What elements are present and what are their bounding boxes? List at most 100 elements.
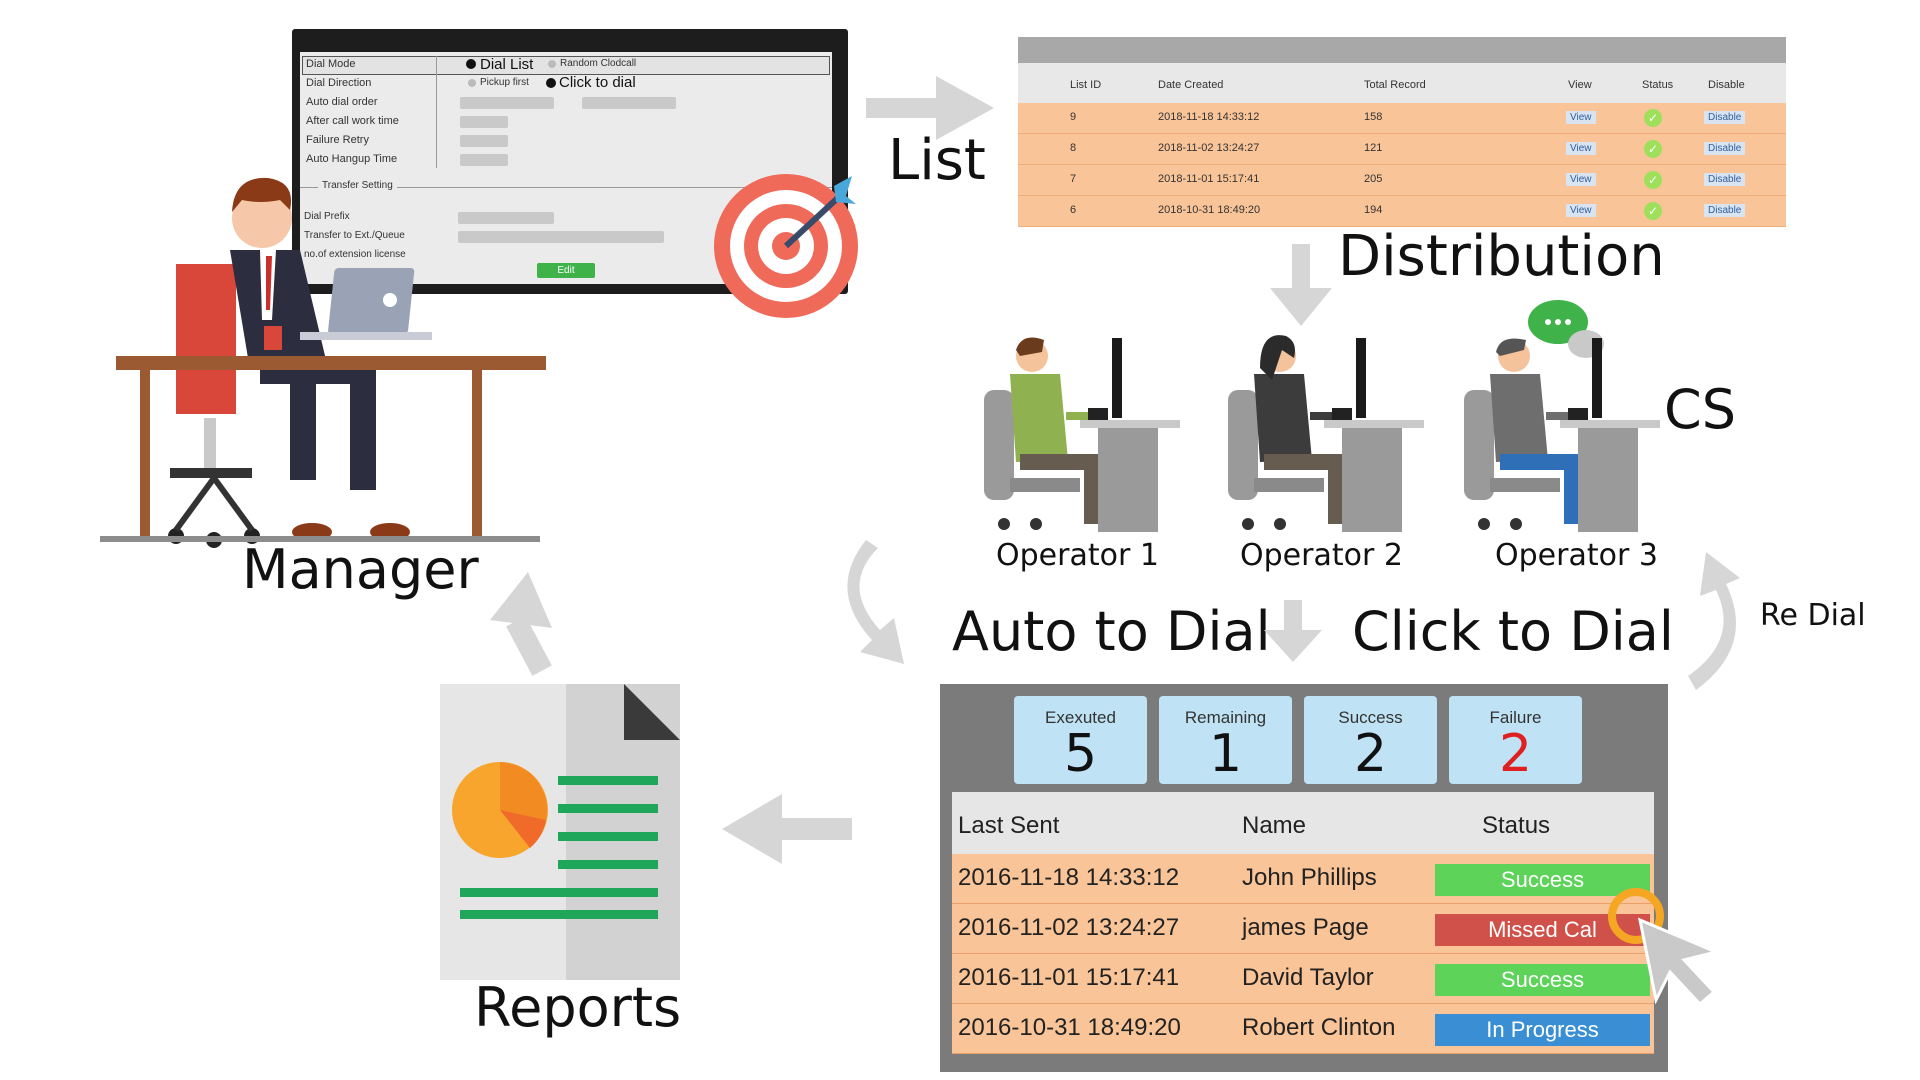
stat-value: 1 bbox=[1208, 724, 1243, 784]
redial-arrow-icon bbox=[1688, 552, 1740, 690]
status-check-icon: ✓ bbox=[1644, 202, 1662, 220]
operator-2-illustration bbox=[1228, 335, 1424, 532]
label-divider bbox=[436, 56, 437, 168]
header-date-created: Date Created bbox=[1158, 79, 1224, 91]
stat-label: Exexuted bbox=[1045, 708, 1116, 727]
dial-prefix-label: Dial Prefix bbox=[304, 211, 350, 222]
operator-1-illustration bbox=[984, 337, 1180, 532]
header-view: View bbox=[1568, 79, 1592, 91]
cs-label: CS bbox=[1664, 378, 1736, 441]
header-name: Name bbox=[1242, 812, 1307, 839]
stat-label: Success bbox=[1338, 708, 1403, 727]
cell-date: 2018-11-02 13:24:27 bbox=[1158, 142, 1260, 154]
manager-label: Manager bbox=[242, 538, 479, 601]
table-row: 2016-11-01 15:17:41 David Taylor Success bbox=[952, 954, 1654, 1004]
cell-name: John Phillips bbox=[1242, 864, 1377, 891]
cell-last-sent: 2016-11-18 14:33:12 bbox=[958, 864, 1180, 891]
manager-illustration bbox=[100, 177, 546, 548]
operator-2-label: Operator 2 bbox=[1240, 538, 1403, 573]
table-row: 6 2018-10-31 18:49:20 194 View ✓ Disable bbox=[1018, 196, 1786, 227]
stat-label: Remaining bbox=[1184, 708, 1267, 727]
cell-list-id: 6 bbox=[1070, 204, 1077, 216]
list-table-titlebar bbox=[1018, 37, 1786, 63]
report-document-icon bbox=[440, 684, 680, 980]
dial-mode-label: Dial Mode bbox=[306, 58, 356, 70]
pickup-first-option[interactable]: Pickup first bbox=[480, 77, 529, 88]
table-row: 2016-10-31 18:49:20 Robert Clinton In Pr… bbox=[952, 1004, 1654, 1054]
dial-settings-panel: Dial Mode Dial List Random Clodcall Dial… bbox=[300, 52, 832, 284]
cell-total: 121 bbox=[1364, 142, 1383, 154]
table-row: 9 2018-11-18 14:33:12 158 View ✓ Disable bbox=[1018, 103, 1786, 134]
after-call-work-label: After call work time bbox=[306, 115, 399, 127]
radio-unselected-icon[interactable] bbox=[548, 60, 556, 68]
after-call-select[interactable] bbox=[460, 116, 508, 128]
radio-unselected-icon[interactable] bbox=[468, 79, 476, 87]
auto-hangup-label: Auto Hangup Time bbox=[306, 153, 398, 165]
reports-label: Reports bbox=[474, 976, 682, 1039]
stat-value: 2 bbox=[1353, 724, 1388, 784]
header-list-id: List ID bbox=[1070, 79, 1102, 91]
cell-last-sent: 2016-10-31 18:49:20 bbox=[958, 1014, 1181, 1041]
header-status: Status bbox=[1642, 79, 1674, 91]
arrow-right-icon bbox=[866, 76, 994, 140]
status-check-icon: ✓ bbox=[1644, 109, 1662, 127]
auto-hangup-select[interactable] bbox=[460, 154, 508, 166]
transfer-input[interactable] bbox=[458, 231, 664, 243]
click-to-dial-label: Click to Dial bbox=[1352, 600, 1674, 663]
list-table: List ID Date Created Total Record View S… bbox=[1018, 37, 1786, 227]
transfer-setting-heading: Transfer Setting bbox=[318, 180, 397, 191]
view-button[interactable]: View bbox=[1566, 111, 1596, 124]
status-check-icon: ✓ bbox=[1644, 140, 1662, 158]
view-button[interactable]: View bbox=[1566, 142, 1596, 155]
stat-remaining: Remaining 1 bbox=[1159, 696, 1292, 784]
auto-to-dial-label: Auto to Dial bbox=[952, 600, 1271, 663]
auto-dial-order-select-2[interactable] bbox=[582, 97, 676, 109]
dial-list-option[interactable]: Dial List bbox=[480, 56, 534, 73]
auto-dial-order-select[interactable] bbox=[460, 97, 554, 109]
distribution-label: Distribution bbox=[1338, 224, 1665, 289]
edit-button[interactable]: Edit bbox=[537, 263, 595, 278]
dial-status-board: Exexuted 5 Remaining 1 Success 2 Failure… bbox=[940, 684, 1668, 1072]
header-status: Status bbox=[1482, 812, 1551, 839]
arrow-left-icon bbox=[722, 794, 852, 864]
stat-success: Success 2 bbox=[1304, 696, 1437, 784]
cell-name: james Page bbox=[1242, 914, 1369, 941]
disable-button[interactable]: Disable bbox=[1704, 204, 1746, 217]
view-button[interactable]: View bbox=[1566, 204, 1596, 217]
failure-retry-label: Failure Retry bbox=[306, 134, 369, 146]
status-badge: Success bbox=[1435, 964, 1650, 996]
license-label: no.of extension license bbox=[304, 249, 406, 260]
cell-last-sent: 2016-11-01 15:17:41 bbox=[958, 964, 1180, 991]
arrow-down-icon bbox=[1270, 244, 1332, 326]
re-dial-label: Re Dial bbox=[1760, 598, 1866, 633]
operator-3-illustration bbox=[1464, 300, 1660, 532]
cell-list-id: 9 bbox=[1070, 111, 1077, 123]
radio-selected-icon[interactable] bbox=[546, 78, 556, 88]
board-header-row: Last Sent Name Status bbox=[952, 792, 1654, 854]
cell-date: 2018-10-31 18:49:20 bbox=[1158, 204, 1261, 216]
radio-selected-icon[interactable] bbox=[466, 59, 476, 69]
stat-value: 2 bbox=[1498, 724, 1533, 784]
cell-last-sent: 2016-11-02 13:24:27 bbox=[958, 914, 1180, 941]
table-row: 7 2018-11-01 15:17:41 205 View ✓ Disable bbox=[1018, 165, 1786, 196]
disable-button[interactable]: Disable bbox=[1704, 142, 1746, 155]
curved-arrow-icon bbox=[847, 540, 904, 664]
cell-total: 158 bbox=[1364, 111, 1383, 123]
cell-total: 194 bbox=[1364, 204, 1383, 216]
stat-failure: Failure 2 bbox=[1449, 696, 1582, 784]
transfer-divider bbox=[300, 187, 832, 188]
status-badge: Success bbox=[1435, 864, 1650, 896]
arrow-up-icon bbox=[490, 572, 552, 676]
dial-prefix-input[interactable] bbox=[458, 212, 554, 224]
failure-retry-select[interactable] bbox=[460, 135, 508, 147]
disable-button[interactable]: Disable bbox=[1704, 173, 1746, 186]
header-total-record: Total Record bbox=[1364, 79, 1426, 91]
mouse-cursor-icon bbox=[1608, 888, 1721, 1007]
click-to-dial-option[interactable]: Click to dial bbox=[559, 74, 636, 91]
random-coldcall-option[interactable]: Random Clodcall bbox=[560, 58, 637, 69]
arrow-down-icon bbox=[1264, 600, 1322, 662]
view-button[interactable]: View bbox=[1566, 173, 1596, 186]
cell-list-id: 8 bbox=[1070, 142, 1077, 154]
disable-button[interactable]: Disable bbox=[1704, 111, 1746, 124]
table-row: 2016-11-02 13:24:27 james Page Missed Ca… bbox=[952, 904, 1654, 954]
